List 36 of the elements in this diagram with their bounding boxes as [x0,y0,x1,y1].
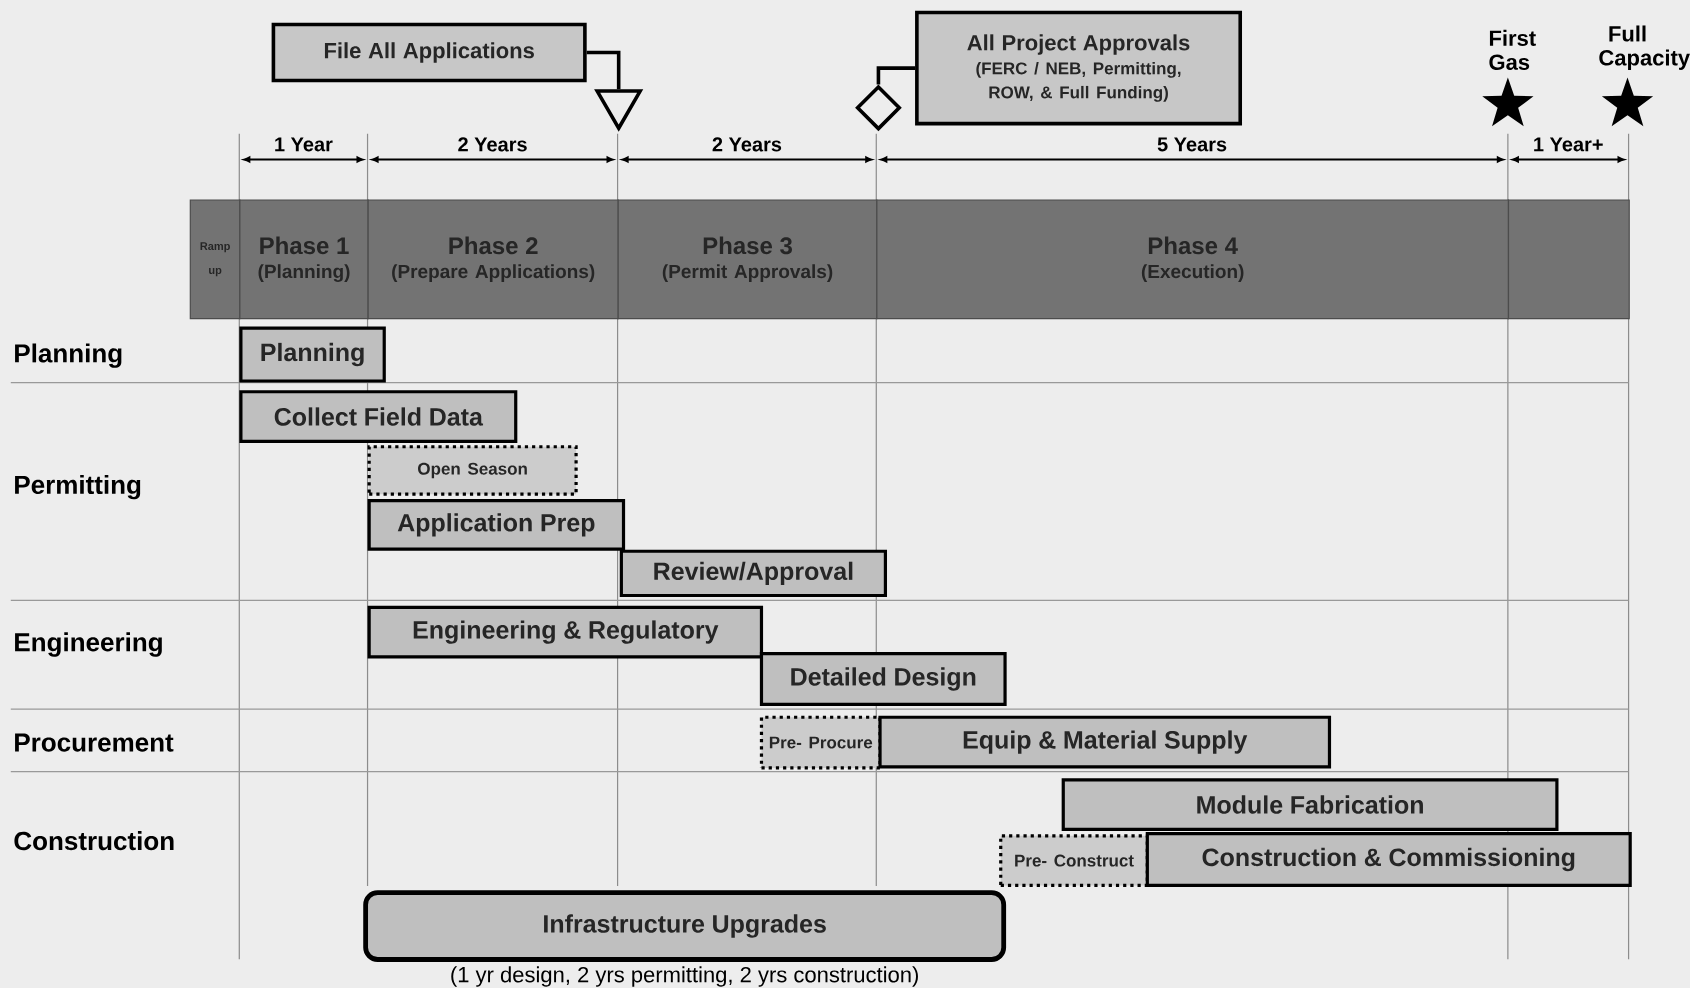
row-label: Permitting [15,474,141,500]
duration-label: 2 Years [712,137,782,152]
phase-cell: Phase 2 (Prepare Applications) [367,199,619,320]
task-bar: Equip & Material Supply [878,715,1332,769]
task-bar: Application Prep [367,499,626,551]
task-bar: Open Season [367,445,578,496]
task-bar: Infrastructure Upgrades [363,890,1007,962]
row-label: Procurement [15,733,174,752]
connector-line [586,50,621,90]
row-label: Planning [15,343,122,368]
connector-line [876,66,916,85]
task-bar: Module Fabrication [1061,778,1559,831]
task-bar: Pre- Construct [999,834,1149,887]
task-bar: Engineering & Regulatory [367,605,764,659]
phase-cell [1507,199,1630,320]
task-bar: Collect Field Data [239,390,518,443]
duration-label: 1 Year [275,137,333,152]
caption-text: (1 yr design, 2 yrs permitting, 2 yrs construction) [451,966,918,987]
task-bar: Review/Approval [619,549,887,598]
row-label: Construction [14,831,174,851]
task-bar: Detailed Design [759,652,1007,706]
phase-cell: Phase 3 (Permit Approvals) [617,199,878,320]
phase-cell: Ramp up [189,199,241,320]
row-label: Engineering [15,632,162,657]
task-bar: Pre- Procure [759,715,882,770]
duration-label: 1 Year+ [1534,137,1603,152]
duration-label: 5 Years [1157,137,1227,152]
node-label: Full Capacity [1599,25,1690,70]
milestone-star: Full Capacity [1599,25,1690,127]
milestone-box: File All Applications [271,22,587,83]
node-label: First Gas [1489,29,1536,70]
task-bar: Construction & Commissioning [1145,832,1632,887]
milestone-box: All Project Approvals (FERC / NEB, Permitting, ROW, & Full Funding) [915,10,1242,126]
duration-label: 2 Years [458,137,527,152]
task-bar: Planning [239,326,386,383]
milestone-star: First Gas [1482,29,1536,127]
